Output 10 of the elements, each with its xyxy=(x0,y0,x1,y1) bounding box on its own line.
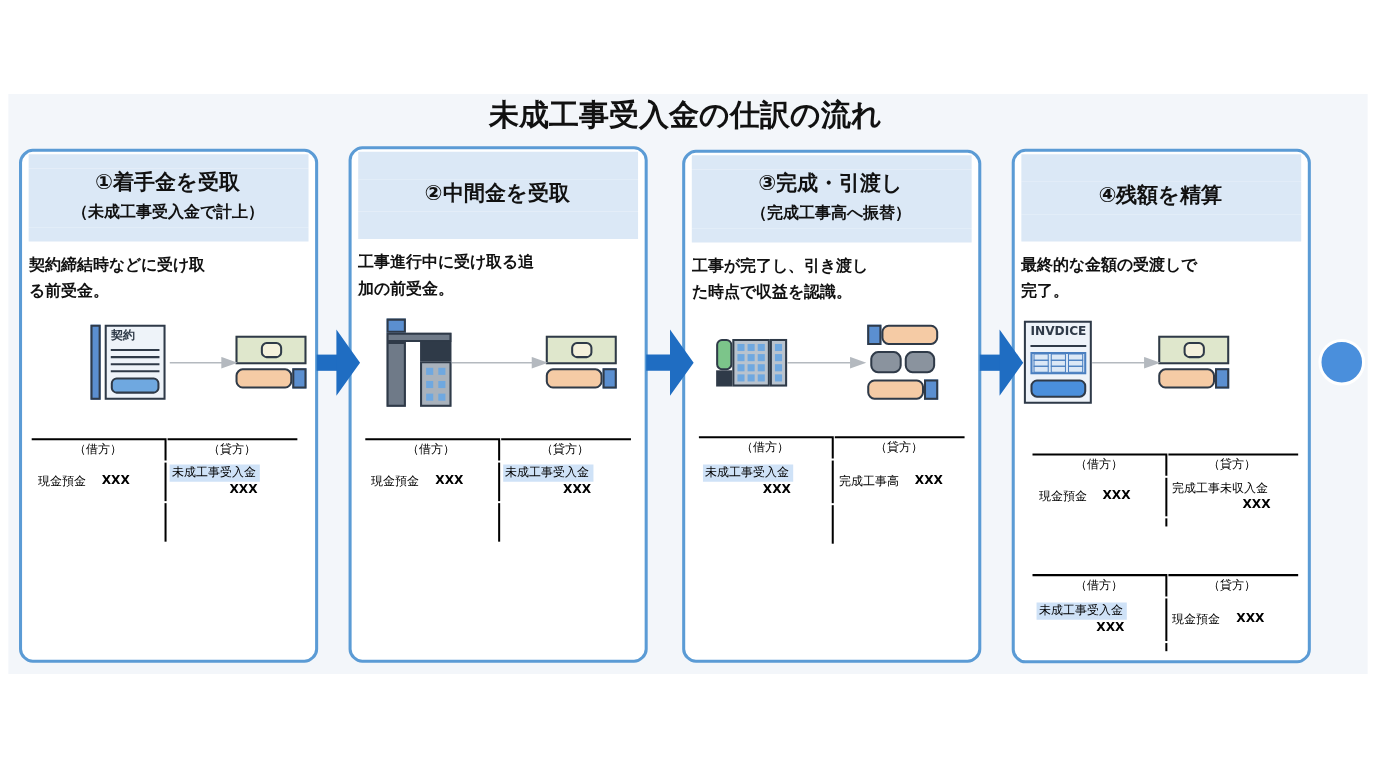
arrow xyxy=(786,357,867,369)
node-text: （借方） （貸方） 現金預金 XXX 完成工事未収入金 XXX xyxy=(1038,457,1271,511)
node-circle xyxy=(1318,338,1366,386)
arrow xyxy=(451,357,548,369)
arrow xyxy=(316,329,361,396)
diagram-title: 未成工事受入金の仕訳の流れ xyxy=(488,97,882,133)
arrow xyxy=(169,357,238,369)
arrow xyxy=(979,329,1024,396)
arrow xyxy=(646,329,694,396)
arrow xyxy=(1091,357,1161,369)
